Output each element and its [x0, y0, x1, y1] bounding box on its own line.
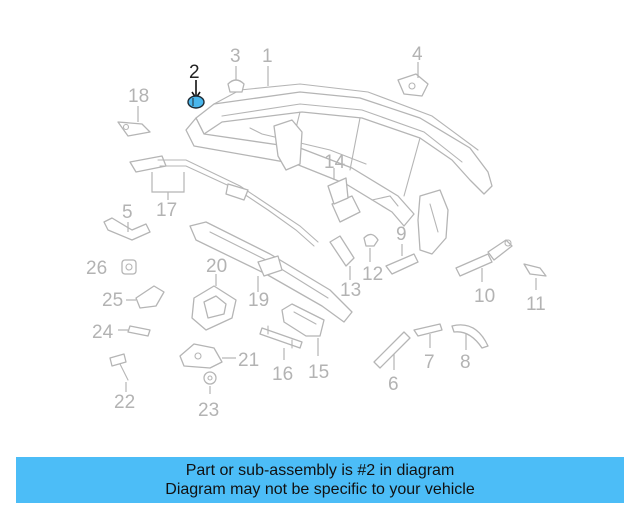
info-banner: Part or sub-assembly is #2 in diagram Di… [16, 457, 624, 503]
part-number-3: 3 [230, 46, 241, 67]
part-number-25: 25 [102, 290, 123, 311]
part-9 [385, 244, 419, 275]
part-number-6: 6 [388, 374, 399, 395]
part-number-4: 4 [412, 44, 423, 65]
part-number-10: 10 [474, 286, 495, 307]
part-number-16: 16 [272, 364, 293, 385]
part-number-5: 5 [122, 202, 133, 223]
part-number-15: 15 [308, 362, 329, 383]
part-number-18: 18 [128, 86, 149, 107]
part-number-1: 1 [262, 46, 273, 67]
parts-diagram: 1 2 3 4 18 17 14 [86, 44, 547, 421]
banner-part-text: Part or sub-assembly is #2 in diagram [185, 462, 455, 479]
part-number-7: 7 [424, 352, 435, 373]
part-number-9: 9 [396, 224, 407, 245]
part-11 [523, 263, 547, 290]
part-number-17: 17 [156, 200, 177, 221]
part-12 [363, 233, 379, 262]
part-number-19: 19 [248, 290, 269, 311]
part-number-14: 14 [324, 152, 346, 173]
part-number-8: 8 [460, 352, 471, 373]
part-3 [227, 66, 245, 93]
part-17 [129, 155, 319, 247]
part-4 [397, 62, 429, 97]
banner-disclaimer-text: Diagram may not be specific to your vehi… [165, 481, 475, 498]
part-number-11: 11 [526, 294, 546, 315]
part-13 [329, 235, 355, 280]
part-number-13: 13 [340, 280, 361, 301]
part-number-24: 24 [92, 322, 114, 343]
part-23 [203, 371, 217, 394]
part-number-20: 20 [206, 256, 227, 277]
top-frame-assembly [185, 83, 493, 255]
part-7 [413, 323, 443, 348]
part-22 [109, 353, 129, 392]
part-5 [103, 217, 151, 241]
part-21 [179, 343, 236, 369]
part-19 [189, 221, 353, 323]
part-18 [117, 106, 151, 137]
part-16 [259, 325, 303, 360]
part-number-23: 23 [198, 400, 219, 421]
part-number-2: 2 [189, 62, 200, 83]
part-14 [327, 168, 349, 205]
part-6 [373, 331, 411, 370]
part-number-26: 26 [86, 258, 107, 279]
part-number-21: 21 [238, 350, 259, 371]
part-26 [121, 259, 137, 275]
part-8 [451, 324, 489, 350]
part-20 [191, 274, 237, 331]
part-number-22: 22 [114, 392, 135, 413]
part-25 [126, 285, 165, 309]
part-15 [281, 303, 325, 356]
part-24 [118, 325, 151, 337]
part-2-highlighted [187, 80, 205, 109]
part-number-12: 12 [362, 264, 383, 285]
part-10 [455, 239, 513, 282]
